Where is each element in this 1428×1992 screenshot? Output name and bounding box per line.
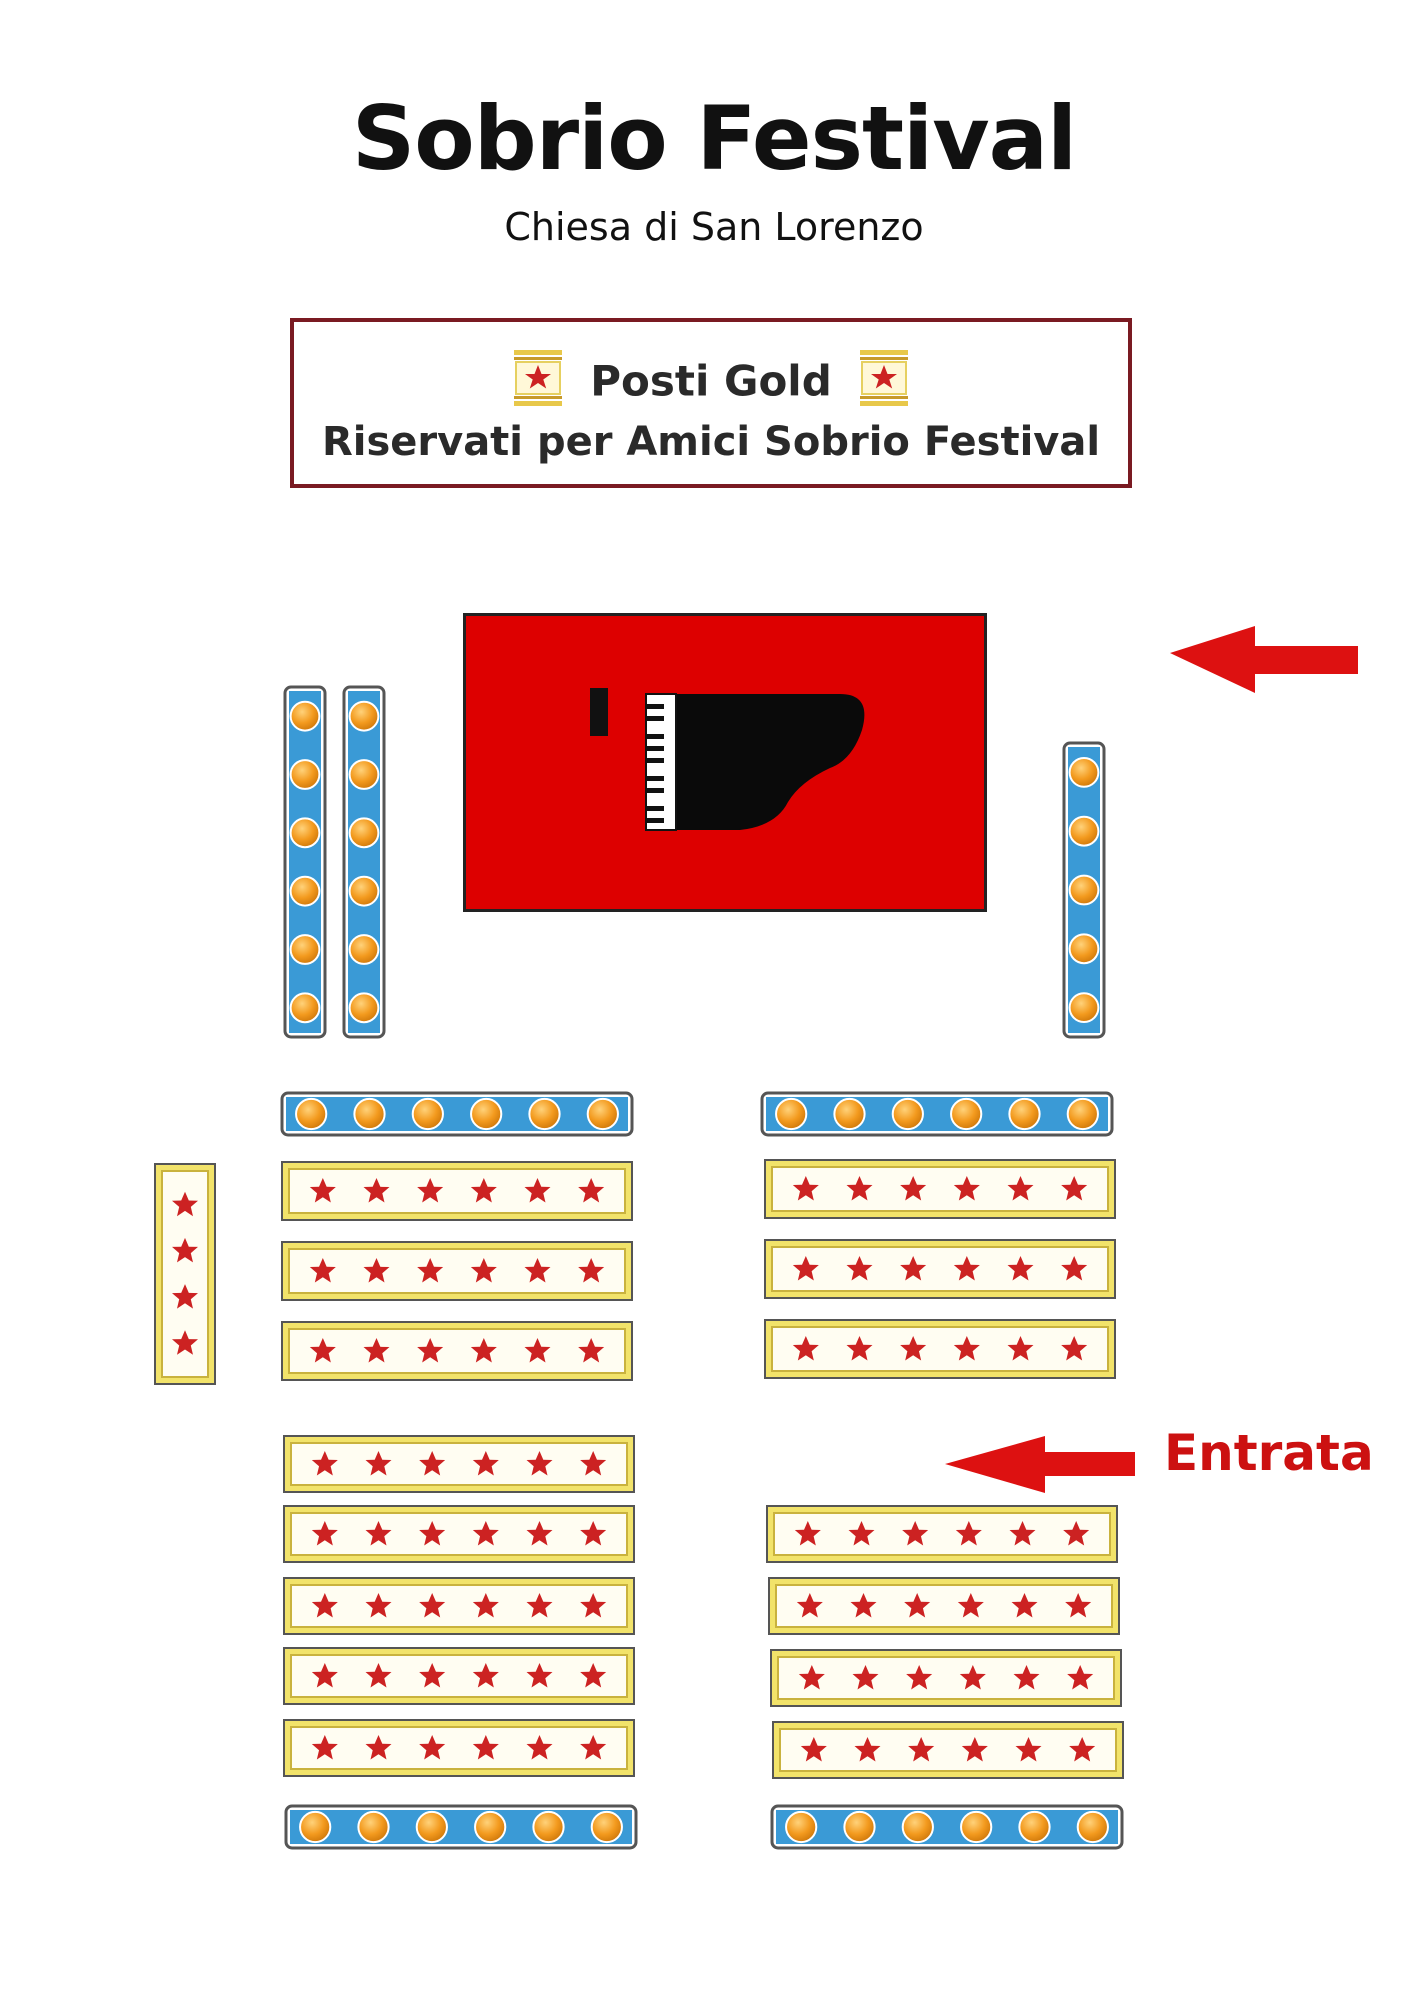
gold-seat-row (283, 1505, 635, 1563)
page-title: Sobrio Festival (351, 87, 1077, 190)
gold-seat-row (283, 1719, 635, 1777)
gold-seat-row (283, 1435, 635, 1493)
orange-dot-seat-icon (1068, 933, 1100, 965)
gold-seat-row (764, 1319, 1116, 1379)
orange-dot-seat-icon (348, 934, 380, 965)
legend-description: Riservati per Amici Sobrio Festival (321, 419, 1101, 465)
orange-dot-seat-icon (348, 875, 380, 907)
orange-dot-seat-icon (586, 1097, 619, 1131)
orange-dot-seat-icon (415, 1810, 448, 1844)
orange-dot-seat-icon (960, 1810, 993, 1844)
orange-dot-seat-icon (289, 875, 321, 907)
orange-dot-seat-icon (1068, 757, 1100, 788)
standard-seat-column (283, 685, 327, 1039)
orange-dot-seat-icon (775, 1097, 808, 1131)
gold-seat-row (281, 1241, 633, 1301)
gold-star-seat-icon (513, 350, 562, 406)
standard-seat-row (284, 1804, 638, 1850)
legend-title: Posti Gold (590, 356, 832, 406)
orange-dot-seat-icon (348, 992, 380, 1024)
orange-dot-seat-icon (289, 759, 321, 790)
orange-dot-seat-icon (590, 1810, 623, 1844)
legend-box: Posti Gold Riservati per Amici Sobrio Fe… (290, 318, 1132, 488)
gold-seat-row (772, 1721, 1124, 1779)
orange-dot-seat-icon (1068, 874, 1100, 906)
orange-dot-seat-icon (411, 1097, 444, 1131)
gold-seat-row (768, 1577, 1120, 1635)
orange-dot-seat-icon (528, 1097, 561, 1131)
orange-dot-seat-icon (1076, 1810, 1109, 1844)
gold-seat-row (283, 1647, 635, 1705)
standard-seat-column (342, 685, 386, 1039)
standard-seat-row (760, 1091, 1114, 1137)
orange-dot-seat-icon (785, 1810, 818, 1844)
orange-dot-seat-icon (289, 934, 321, 965)
standard-seat-row (770, 1804, 1124, 1850)
orange-dot-seat-icon (348, 817, 380, 849)
gold-seat-row (766, 1505, 1118, 1563)
orange-dot-seat-icon (289, 992, 321, 1024)
orange-dot-seat-icon (950, 1097, 983, 1131)
orange-dot-seat-icon (891, 1097, 924, 1131)
orange-dot-seat-icon (474, 1810, 507, 1844)
orange-dot-seat-icon (353, 1097, 386, 1131)
entrance-label: Entrata (1164, 1424, 1374, 1482)
grand-piano-icon (645, 693, 865, 831)
gold-star-seat-icon (860, 350, 909, 406)
legend-title-line: Posti Gold (294, 350, 1128, 412)
orange-dot-seat-icon (357, 1810, 390, 1844)
orange-dot-seat-icon (532, 1810, 565, 1844)
gold-seat-row (764, 1239, 1116, 1299)
left-arrow-icon (945, 1436, 1135, 1493)
standard-seat-column (1062, 741, 1106, 1039)
orange-dot-seat-icon (295, 1097, 328, 1131)
orange-dot-seat-icon (1008, 1097, 1041, 1131)
orange-dot-seat-icon (833, 1097, 866, 1131)
orange-dot-seat-icon (348, 700, 380, 732)
gold-seat-row (283, 1577, 635, 1635)
orange-dot-seat-icon (1066, 1097, 1099, 1131)
standard-seat-row (280, 1091, 634, 1137)
gold-seat-row (764, 1159, 1116, 1219)
orange-dot-seat-icon (901, 1810, 934, 1844)
orange-dot-seat-icon (1018, 1810, 1051, 1844)
orange-dot-seat-icon (289, 700, 321, 732)
left-arrow-icon (1170, 626, 1358, 693)
orange-dot-seat-icon (299, 1810, 332, 1844)
orange-dot-seat-icon (1068, 992, 1100, 1023)
piano-bench (590, 688, 608, 736)
orange-dot-seat-icon (1068, 815, 1100, 847)
orange-dot-seat-icon (470, 1097, 503, 1131)
page-subtitle: Chiesa di San Lorenzo (504, 205, 924, 249)
gold-seat-row (770, 1649, 1122, 1707)
orange-dot-seat-icon (289, 817, 321, 849)
gold-seat-column (154, 1163, 216, 1385)
orange-dot-seat-icon (348, 759, 380, 790)
orange-dot-seat-icon (843, 1810, 876, 1844)
gold-seat-row (281, 1321, 633, 1381)
gold-seat-row (281, 1161, 633, 1221)
